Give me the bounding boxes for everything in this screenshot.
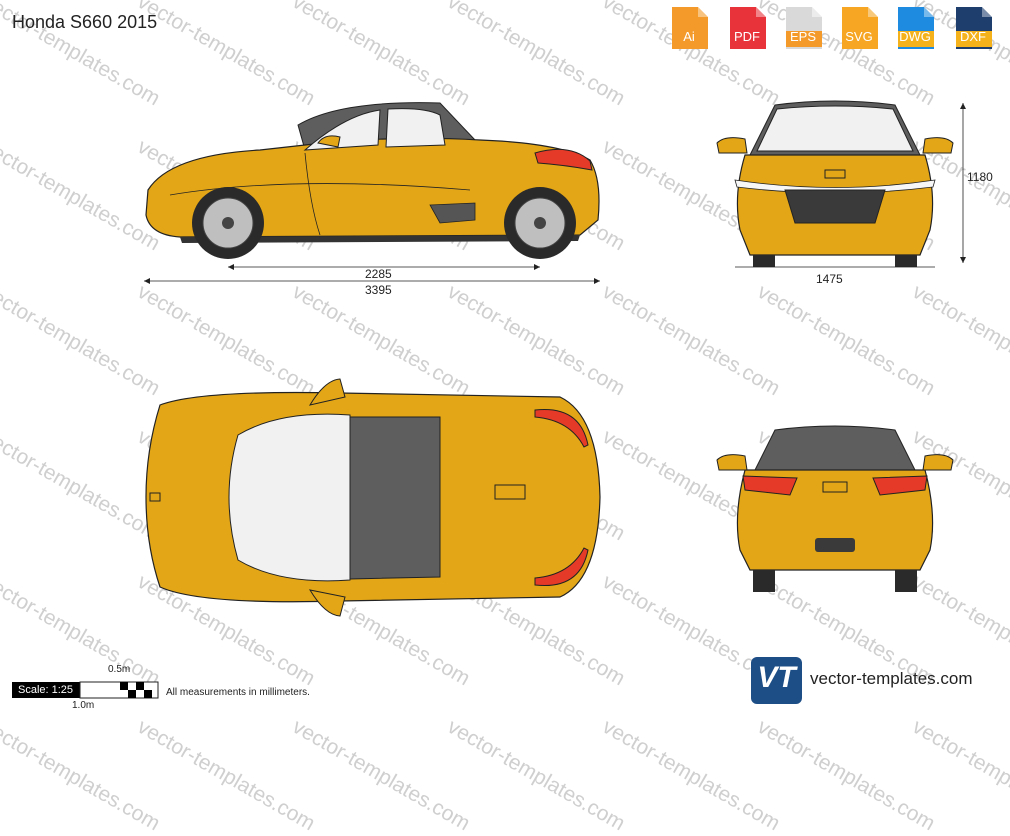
top-view	[145, 378, 601, 617]
format-eps-icon[interactable]: EPS	[782, 5, 824, 49]
format-ai-label: Ai	[683, 29, 695, 44]
page-title: Honda S660 2015	[12, 12, 158, 32]
format-pdf-icon[interactable]: PDF	[726, 5, 768, 49]
scale-half-meter: 0.5m	[108, 664, 131, 675]
front-view	[716, 100, 966, 268]
format-dxf-icon[interactable]: DXF	[952, 5, 994, 49]
vt-logo[interactable]: VT	[751, 657, 802, 704]
site-link[interactable]: vector-templates.com	[810, 669, 973, 688]
height-dimension: 1180	[967, 170, 993, 184]
scale-one-meter: 1.0m	[72, 700, 95, 711]
width-dimension: 1475	[816, 272, 843, 286]
scale-label: Scale: 1:25	[12, 682, 84, 698]
format-eps-label: EPS	[789, 29, 816, 44]
rear-view	[716, 425, 954, 592]
length-dimension: 3395	[365, 283, 392, 297]
vt-logo-text: VT	[757, 661, 796, 694]
wheelbase-dimension: 2285	[365, 267, 392, 281]
side-view	[144, 102, 600, 284]
format-svg-label: SVG	[845, 29, 873, 44]
measurement-note: All measurements in millimeters.	[166, 687, 310, 698]
format-svg-icon[interactable]: SVG	[838, 5, 880, 49]
scale-bar	[79, 681, 159, 699]
format-pdf-label: PDF	[734, 29, 760, 44]
format-dxf-label: DXF	[960, 29, 986, 44]
format-dwg-label: DWG	[899, 29, 931, 44]
format-ai-icon[interactable]: Ai	[668, 5, 710, 49]
format-dwg-icon[interactable]: DWG	[894, 5, 936, 49]
